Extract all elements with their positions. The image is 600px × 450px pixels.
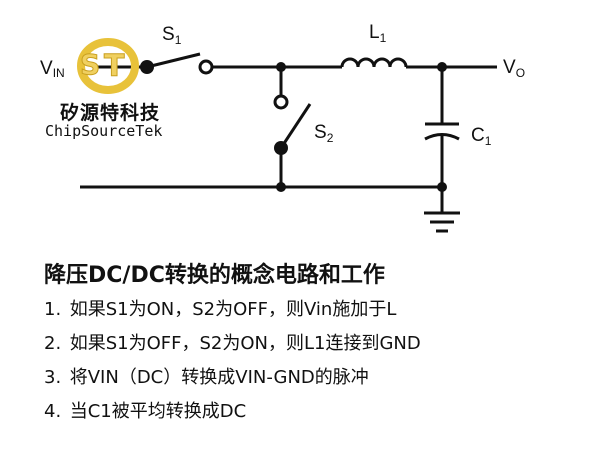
s2-label: S2 bbox=[314, 122, 334, 145]
step-text: 当C1被平均转换成DC bbox=[69, 401, 247, 422]
l1-inductor bbox=[340, 57, 408, 68]
c1-label: C1 bbox=[471, 125, 492, 148]
svg-text:S: S bbox=[80, 48, 100, 81]
s1-blade bbox=[146, 52, 201, 69]
s2-blade bbox=[279, 103, 312, 149]
vo-label: VO bbox=[503, 57, 525, 80]
logo-chinese-name: 矽源特科技 bbox=[60, 102, 161, 124]
vin-label: VIN bbox=[40, 58, 65, 80]
s1-right-terminal bbox=[198, 59, 214, 75]
buck-converter-circuit: S T VIN S1 L1 VO S2 C1 bbox=[40, 22, 525, 233]
diagram-title: 降压DC/DC转换的概念电路和工作 bbox=[44, 263, 385, 288]
c1-plate-bottom bbox=[424, 133, 460, 141]
step-number: 3. bbox=[44, 367, 62, 388]
list-item: 1. 如果S1为ON，S2为OFF，则Vin施加于L bbox=[44, 300, 584, 320]
step-text: 将VIN（DC）转换成VIN-GND的脉冲 bbox=[69, 367, 369, 388]
svg-text:T: T bbox=[104, 49, 125, 84]
s2-top-terminal bbox=[273, 94, 289, 110]
l1-label: L1 bbox=[369, 22, 387, 45]
step-text: 如果S1为OFF，S2为ON，则L1连接到GND bbox=[69, 333, 421, 354]
step-number: 1. bbox=[44, 299, 62, 320]
list-item: 4. 当C1被平均转换成DC bbox=[44, 402, 584, 422]
list-item: 3. 将VIN（DC）转换成VIN-GND的脉冲 bbox=[44, 368, 584, 388]
operation-steps-list: 1. 如果S1为ON，S2为OFF，则Vin施加于L 2. 如果S1为OFF，S… bbox=[44, 300, 584, 436]
step-text: 如果S1为ON，S2为OFF，则Vin施加于L bbox=[69, 299, 397, 320]
chipsourcetek-logo-icon: S T bbox=[77, 38, 139, 94]
step-number: 4. bbox=[44, 401, 62, 422]
step-number: 2. bbox=[44, 333, 62, 354]
list-item: 2. 如果S1为OFF，S2为ON，则L1连接到GND bbox=[44, 334, 584, 354]
logo-english-name: ChipSourceTek bbox=[45, 122, 163, 140]
s1-label: S1 bbox=[162, 24, 182, 47]
